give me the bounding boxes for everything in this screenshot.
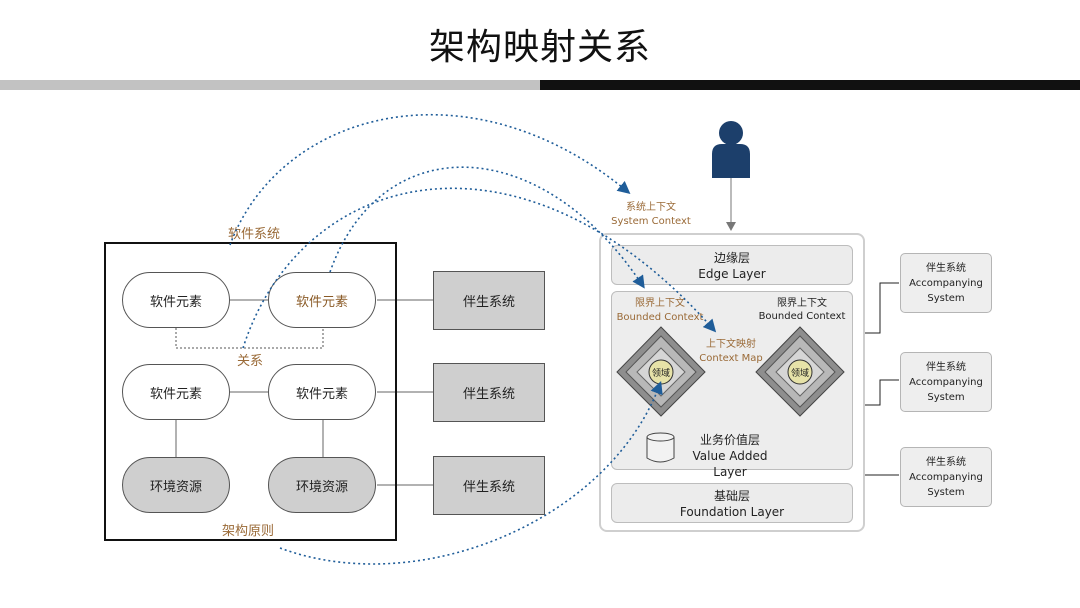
bounded-context-left: 限界上下文 Bounded Context — [614, 297, 706, 325]
system-context-label-cn: 系统上下文 — [626, 202, 676, 213]
header-bar-black — [540, 80, 1080, 90]
context-map-cn: 上下文映射 — [706, 339, 756, 350]
value-layer-en: Value Added Layer — [692, 449, 768, 479]
environment-resource: 环境资源 — [122, 457, 230, 513]
accompanying-cn: 伴生系统 — [926, 457, 966, 468]
relation-label: 关系 — [237, 354, 264, 369]
header-bar-gray — [0, 80, 540, 90]
bounded-left-en: Bounded Context — [616, 312, 704, 323]
bounded-left-cn: 限界上下文 — [635, 298, 685, 309]
accompanying-cn: 伴生系统 — [926, 362, 966, 373]
map-arrow-system — [229, 113, 631, 246]
edge-layer: 边缘层 Edge Layer — [611, 245, 853, 285]
foundation-layer-en: Foundation Layer — [679, 505, 785, 519]
edge-layer-en: Edge Layer — [698, 267, 766, 281]
software-element: 软件元素 — [122, 364, 230, 420]
accompanying-en1: Accompanying — [909, 377, 983, 388]
software-element: 软件元素 — [268, 272, 376, 328]
map-arrow-principle — [279, 380, 663, 565]
accompanying-en2: System — [927, 293, 965, 304]
accompanying-cn: 伴生系统 — [926, 263, 966, 274]
domain-label-right: 领域 — [790, 369, 809, 379]
architecture-principle-label: 架构原则 — [222, 524, 275, 539]
accompanying-en1: Accompanying — [909, 472, 983, 483]
environment-resource: 环境资源 — [268, 457, 376, 513]
companion-system-box: 伴生系统 — [433, 363, 545, 422]
companion-system-box: 伴生系统 — [433, 271, 545, 330]
accompanying-system-box: 伴生系统 Accompanying System — [900, 352, 992, 412]
accompanying-system-box: 伴生系统 Accompanying System — [900, 253, 992, 313]
map-arrow-context — [242, 187, 717, 349]
foundation-layer-cn: 基础层 — [713, 489, 750, 503]
bounded-context-right: 限界上下文 Bounded Context — [756, 297, 848, 323]
value-added-layer-title: 业务价值层 Value Added Layer — [680, 432, 780, 480]
page-title: 架构映射关系 — [428, 27, 651, 68]
value-layer-cn: 业务价值层 — [699, 433, 760, 447]
accompanying-en2: System — [927, 392, 965, 403]
domain-label-left: 领域 — [651, 369, 670, 379]
bounded-right-en: Bounded Context — [758, 311, 846, 322]
bounded-right-cn: 限界上下文 — [777, 298, 827, 309]
software-element: 软件元素 — [122, 272, 230, 328]
software-system-label: 软件系统 — [228, 227, 281, 242]
software-element: 软件元素 — [268, 364, 376, 420]
accompanying-system-box: 伴生系统 Accompanying System — [900, 447, 992, 507]
edge-layer-cn: 边缘层 — [713, 251, 750, 265]
software-system-frame — [104, 242, 397, 541]
map-arrow-bounded — [329, 166, 645, 289]
accompanying-en1: Accompanying — [909, 278, 983, 289]
foundation-layer: 基础层 Foundation Layer — [611, 483, 853, 523]
context-map-en: Context Map — [699, 353, 763, 364]
system-context-label-en: System Context — [611, 216, 691, 227]
accompanying-en2: System — [927, 487, 965, 498]
context-map-label: 上下文映射 Context Map — [690, 338, 772, 366]
companion-system-box: 伴生系统 — [433, 456, 545, 515]
